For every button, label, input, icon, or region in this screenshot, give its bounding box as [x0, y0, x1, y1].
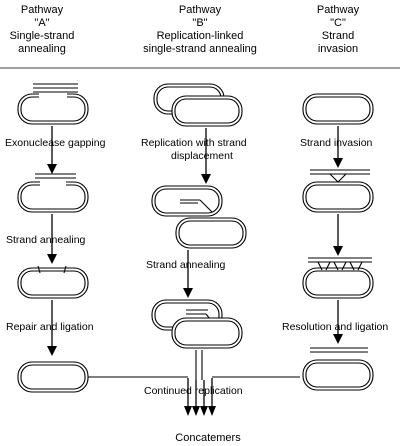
svg-text:single-strand annealing: single-strand annealing: [143, 43, 257, 55]
pathway-a-final-ring: [17, 361, 89, 393]
arrow-c2: [333, 214, 343, 256]
pathway-c-final-ring: [302, 359, 374, 391]
step-displacement: displacement: [171, 150, 233, 162]
svg-text:"B": "B": [192, 17, 207, 29]
svg-text:"C": "C": [330, 17, 346, 29]
step-repair-and-ligation: Repair and ligation: [6, 321, 94, 333]
arrow-c1: [333, 126, 343, 168]
result-concatemers: Concatemers: [175, 432, 241, 444]
arrow-b1: [201, 128, 211, 184]
svg-text:Strand: Strand: [322, 30, 354, 42]
header-pathway-c: Pathway "C" Strand invasion: [317, 4, 360, 55]
step-continued-replication: Continued replication: [144, 385, 243, 397]
concatemer-arrows: [184, 378, 216, 416]
pathway-a-gapped-strands: [35, 173, 76, 179]
header-pathway-b: Pathway "B" Replication-linked single-st…: [143, 4, 257, 55]
step-exonuclease-gapping: Exonuclease gapping: [5, 137, 106, 149]
pathway-a-linear-dna: [33, 83, 78, 93]
step-resolution-and-ligation: Resolution and ligation: [282, 321, 388, 333]
header-pathway-a: Pathway "A" Single-strand annealing: [10, 4, 75, 55]
svg-text:annealing: annealing: [18, 43, 66, 55]
pathway-a-dna-ring-2: [17, 181, 89, 213]
pathway-c-dna-ring-3: [302, 267, 374, 299]
svg-text:"A": "A": [34, 17, 49, 29]
pathway-c-dna-ring-1: [302, 93, 374, 125]
step-strand-invasion: Strand invasion: [300, 137, 373, 149]
arrow-c3: [333, 300, 343, 344]
svg-text:Replication-linked: Replication-linked: [157, 30, 244, 42]
pathway-b-dna-rings-2: [151, 185, 247, 249]
pathway-b-dna-rings-1: [153, 83, 243, 127]
arrow-b2: [183, 250, 193, 298]
svg-text:Pathway: Pathway: [21, 4, 64, 16]
pathway-b-dna-rings-3: [151, 299, 243, 349]
pathway-c-dna-ring-2: [302, 181, 374, 213]
pathway-c-junctions: [308, 257, 372, 271]
svg-text:invasion: invasion: [318, 43, 358, 55]
pathway-c-invasion-strands: [310, 169, 370, 183]
arrow-a2: [47, 214, 57, 264]
pathway-c-linear-product: [310, 347, 368, 353]
svg-text:Pathway: Pathway: [317, 4, 360, 16]
step-replication-strand-displacement: Replication with strand: [141, 137, 247, 149]
step-strand-annealing-a: Strand annealing: [6, 234, 86, 246]
pathway-b-continued-lines: [195, 350, 203, 380]
svg-text:Pathway: Pathway: [179, 4, 222, 16]
pathway-a-dna-ring-3: [17, 265, 89, 299]
arrow-a3: [47, 300, 57, 356]
svg-text:Single-strand: Single-strand: [10, 30, 75, 42]
arrow-a1: [47, 126, 57, 174]
step-strand-annealing-b: Strand annealing: [146, 259, 226, 271]
pathway-a-dna-ring-1: [17, 93, 89, 125]
